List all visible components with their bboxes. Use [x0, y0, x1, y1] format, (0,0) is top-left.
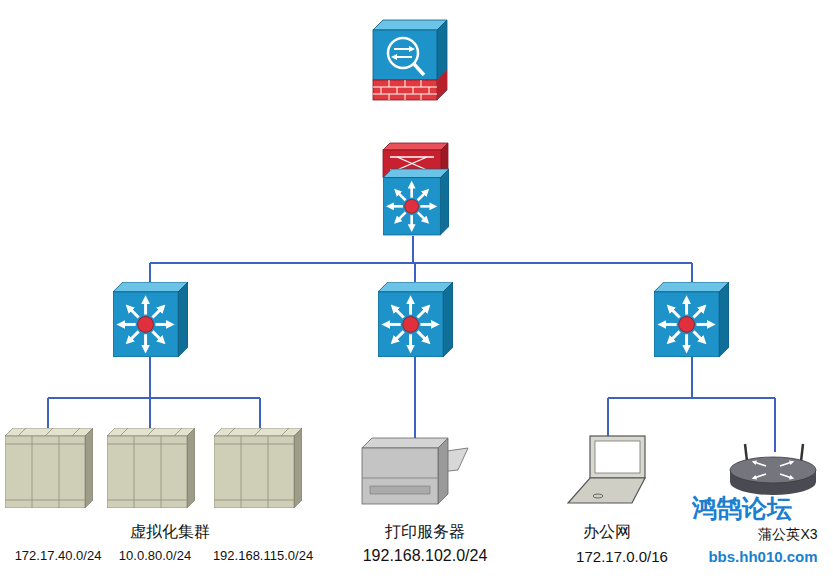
device-label-group: 虚拟化集群 172.17.40.0/24 10.0.80.0/24 192.168.1…: [0, 518, 333, 570]
watermark: bbs.hh010.com: [708, 549, 817, 566]
device-label: 办公网: [583, 523, 631, 541]
device-label: 虚拟化集群: [130, 523, 210, 541]
switch-icon: [113, 282, 188, 357]
subnet-label: 192.168.115.0/24: [213, 549, 313, 564]
router-icon: [730, 444, 816, 495]
device-label-group: 蒲公英X3: [733, 518, 833, 548]
device-label: 打印服务器: [385, 523, 465, 541]
subnet-label: 10.0.80.0/24: [119, 549, 191, 564]
switch-icon: [378, 282, 453, 357]
server-rack: [5, 428, 93, 508]
printer-icon: [362, 438, 468, 504]
laptop-icon: [568, 436, 645, 503]
subnet-label: 172.17.0.0/16: [576, 548, 668, 565]
device-label: 蒲公英X3: [758, 526, 817, 542]
server-rack: [214, 428, 302, 508]
device-label-group: 办公网 172.17.0.0/16: [560, 518, 680, 570]
server-rack: [107, 428, 195, 508]
firewall-icon: [373, 20, 447, 100]
switch-icon: [654, 282, 729, 357]
subnet-label: 172.17.40.0/24: [15, 549, 102, 564]
core-switch-icon: [383, 143, 449, 235]
subnet-label: 192.168.102.0/24: [363, 547, 488, 565]
watermark: 鸿鹄论坛: [692, 495, 792, 523]
device-label-group: 打印服务器 192.168.102.0/24: [340, 518, 510, 570]
